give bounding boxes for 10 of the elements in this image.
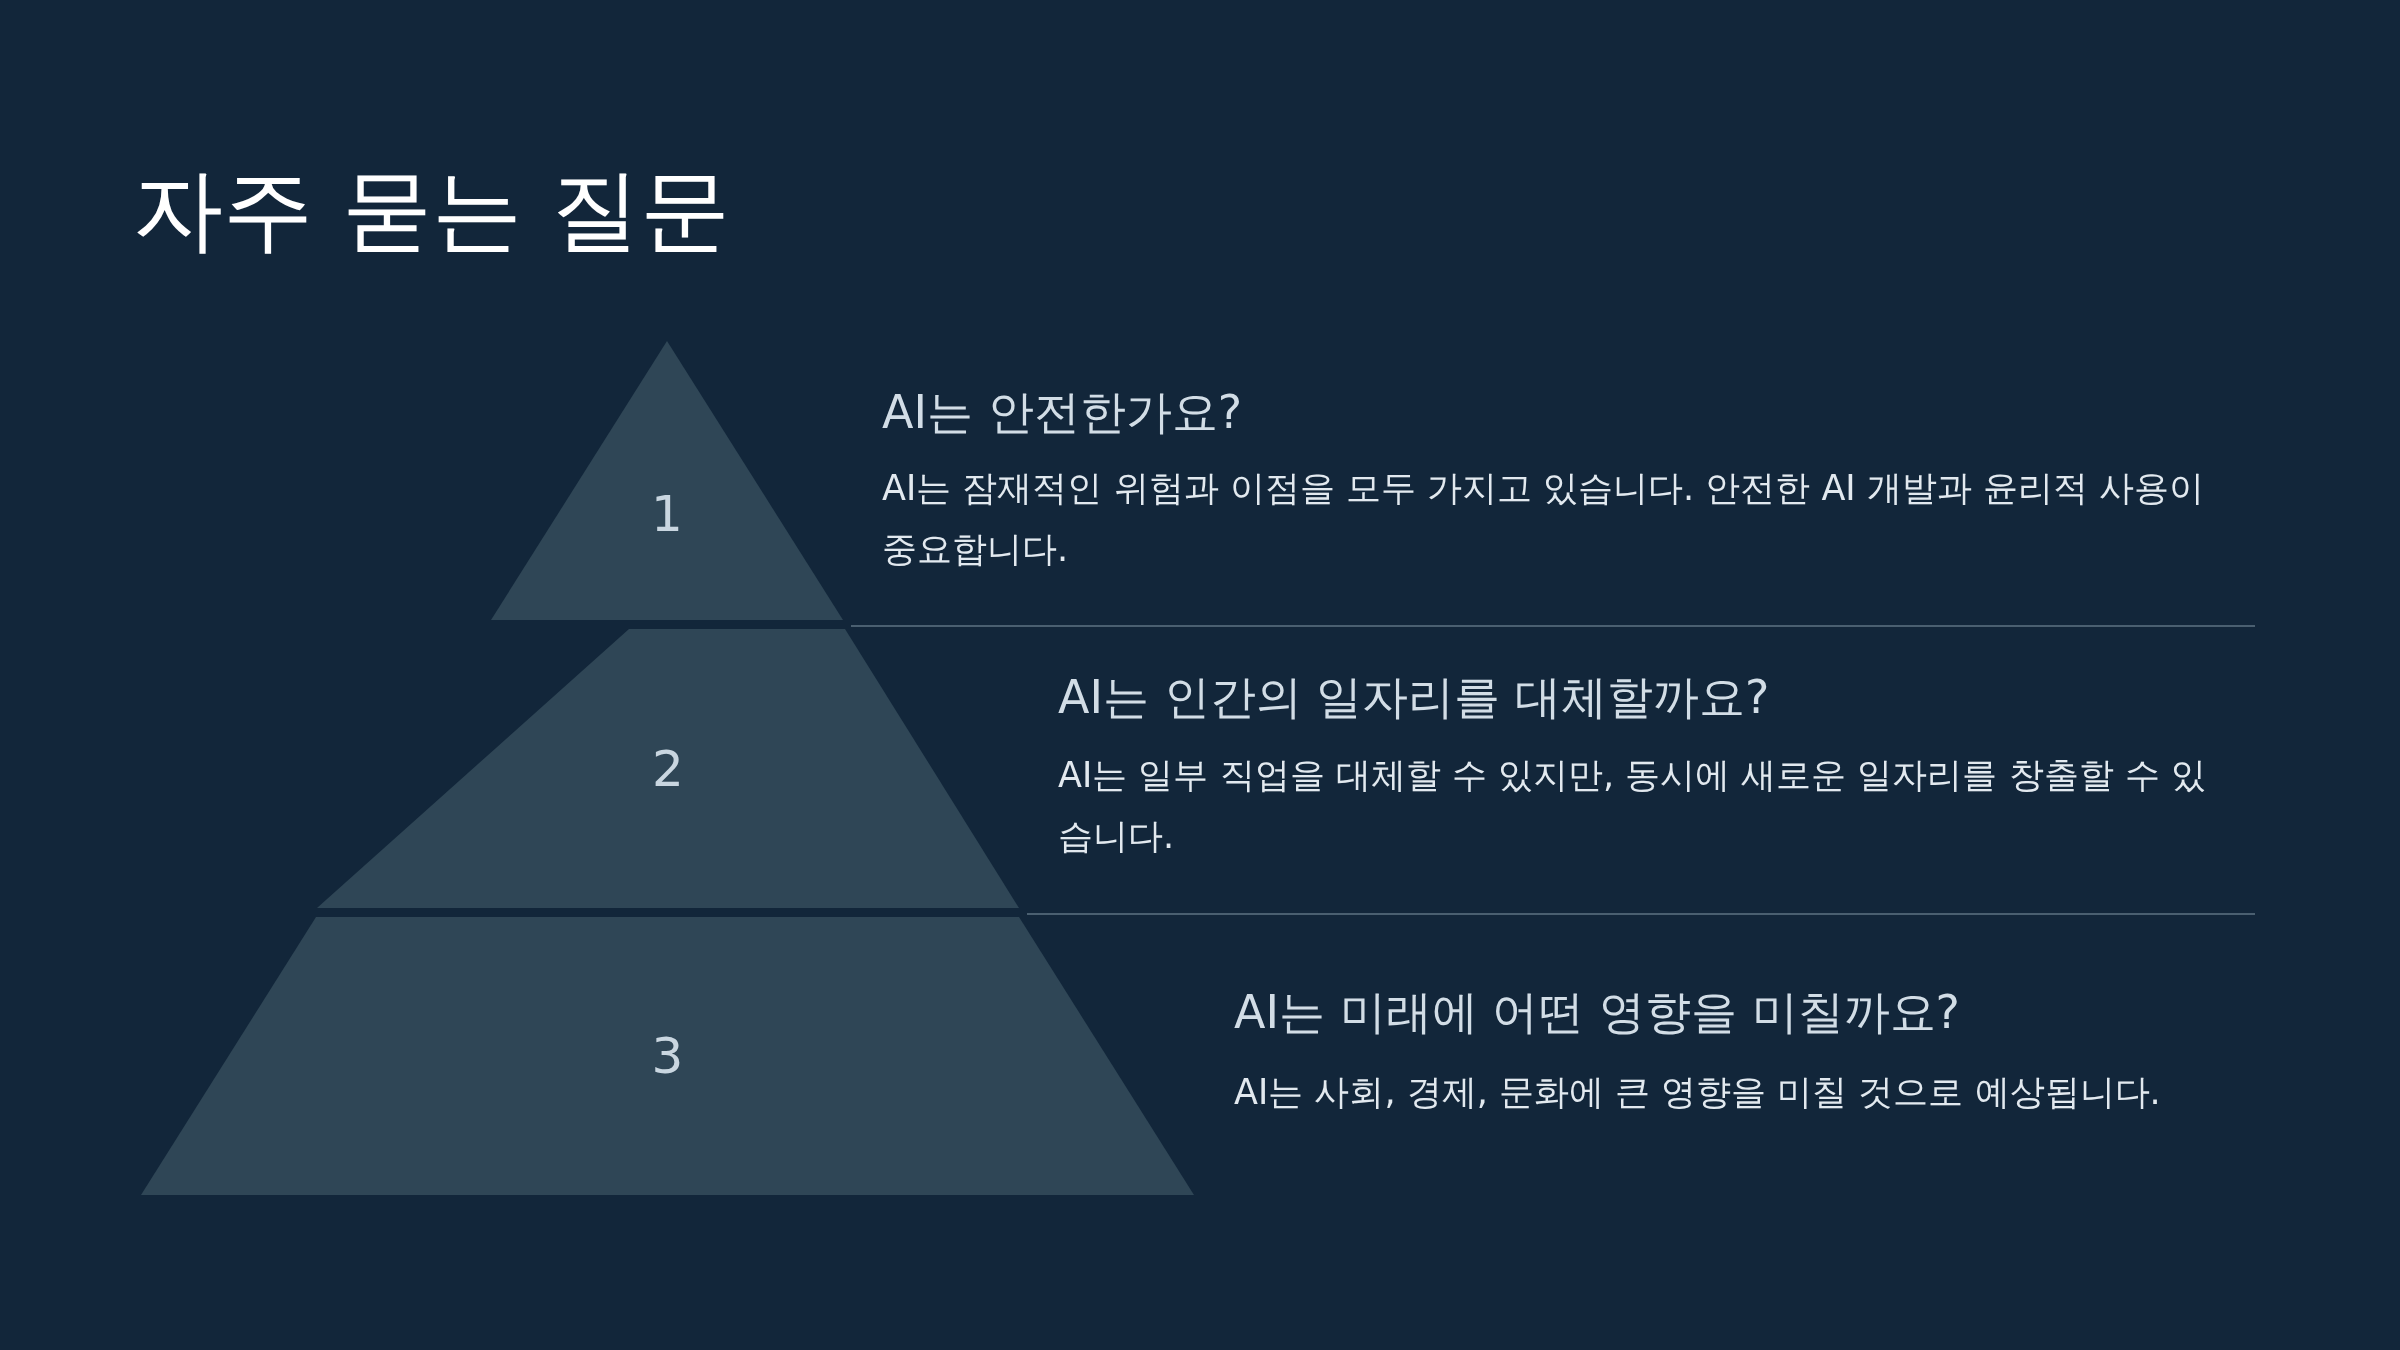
tier-number: 1: [650, 484, 684, 543]
question-heading: AI는 인간의 일자리를 대체할까요?: [1058, 670, 1770, 726]
question-heading: AI는 미래에 어떤 영향을 미칠까요?: [1234, 985, 1960, 1041]
slide-title: 자주 묻는 질문: [133, 156, 731, 264]
answer-text: AI는 일부 직업을 대체할 수 있지만, 동시에 새로운 일자리를 창출할 수 있습니다.: [1058, 754, 2207, 858]
tier-number: 3: [650, 1027, 685, 1085]
answer-text: AI는 사회, 경제, 문화에 큰 영향을 미칠 것으로 예상됩니다.: [1234, 1071, 2162, 1114]
answer-text: AI는 잠재적인 위험과 이점을 모두 가지고 있습니다. 안전한 AI 개발과 윤리적 사용이 중요합니다.: [882, 467, 2206, 571]
tier-number: 2: [651, 739, 685, 798]
question-heading: AI는 안전한가요?: [882, 385, 1243, 441]
